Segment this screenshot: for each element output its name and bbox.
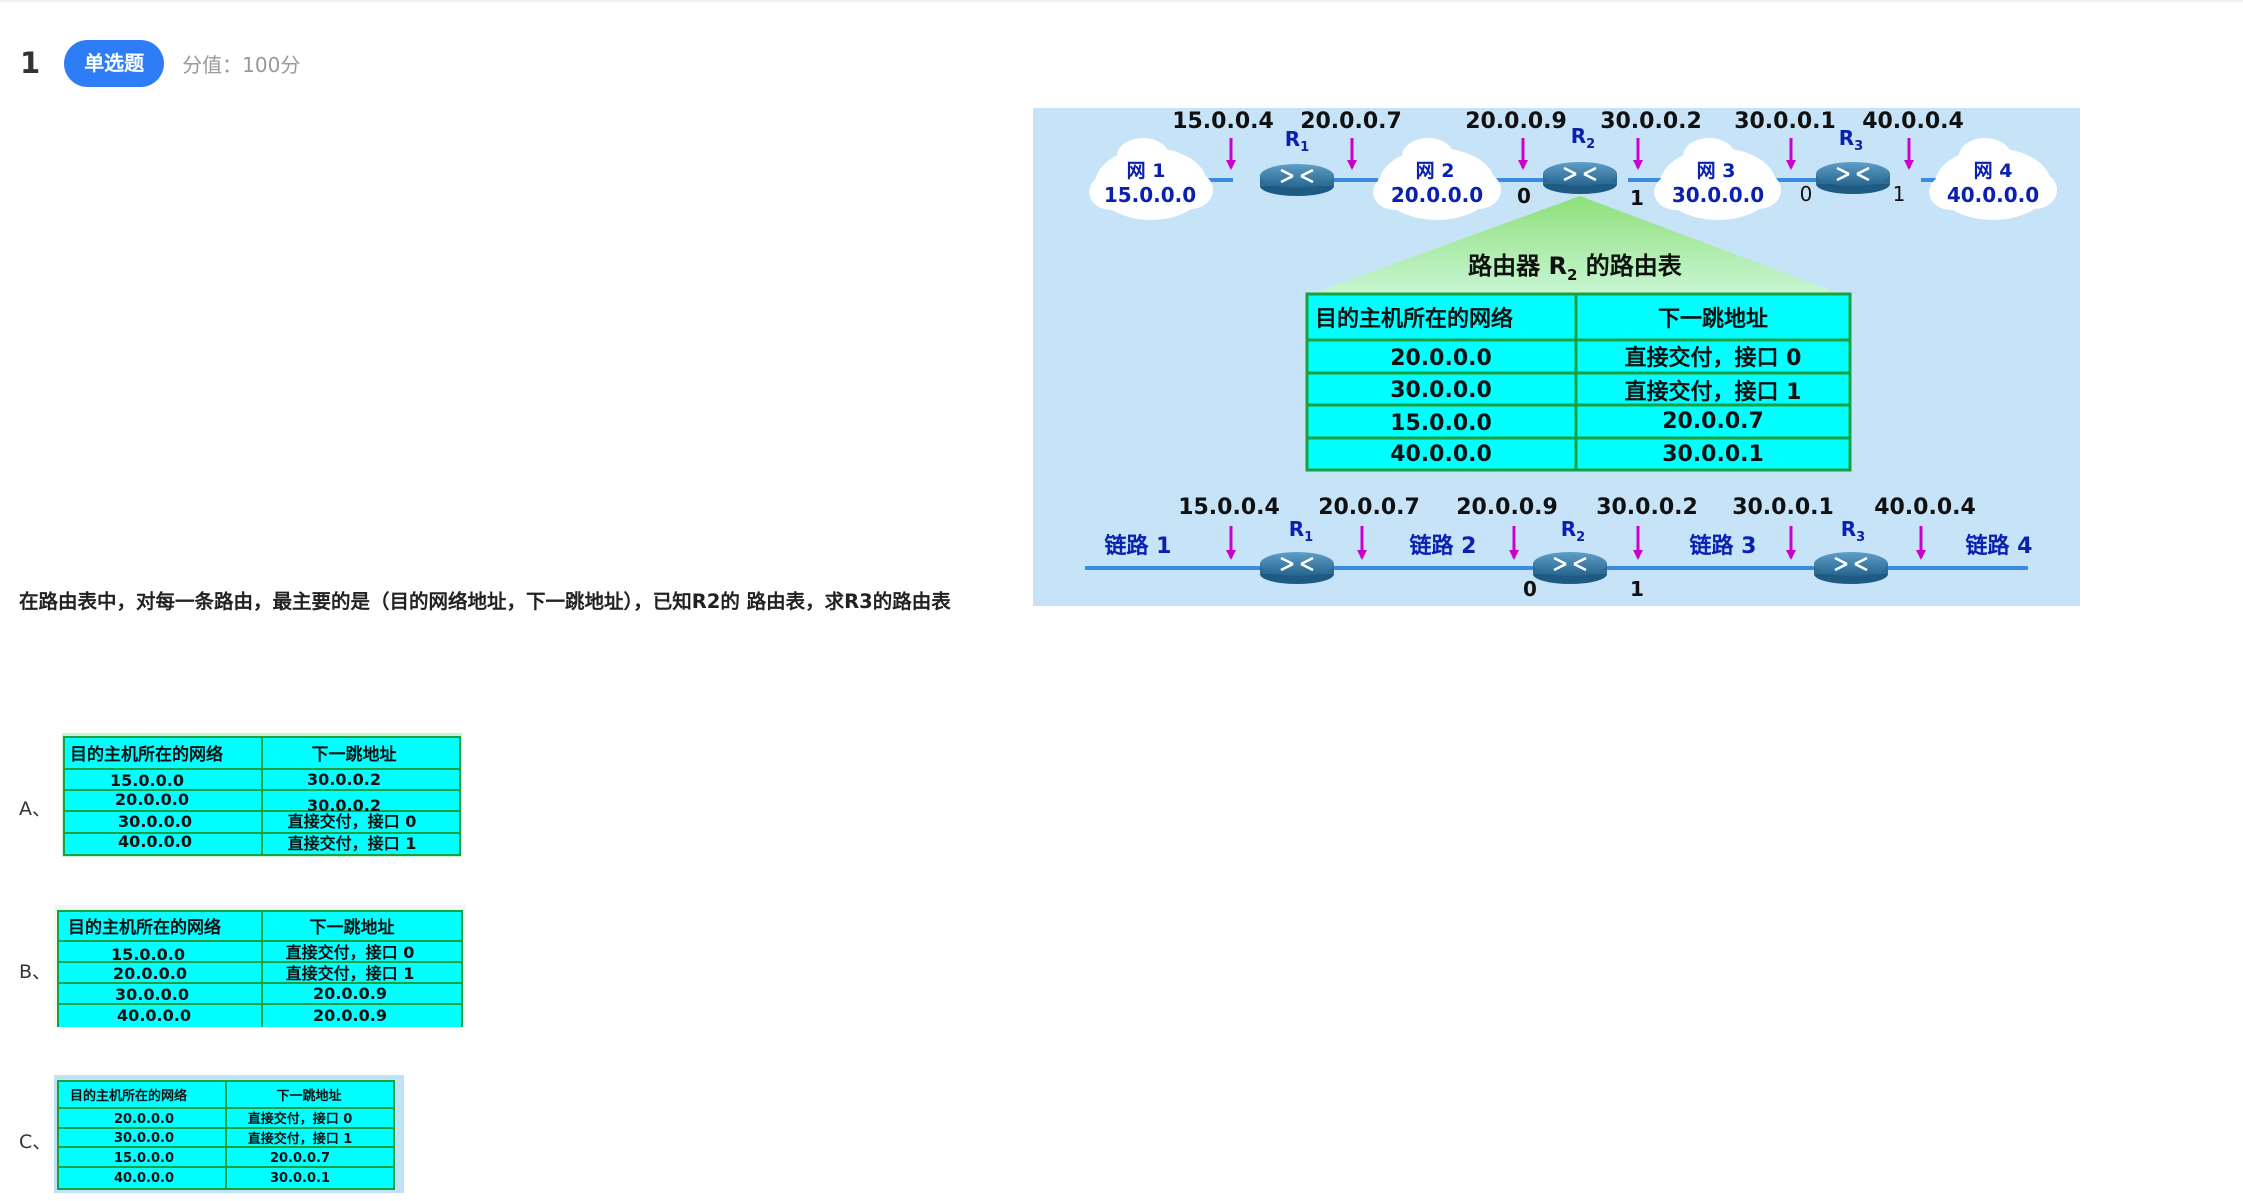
table-cell-text: 20.0.0.7 <box>270 1151 330 1166</box>
table-cell-text: 20.0.0.9 <box>313 1006 387 1025</box>
table-cell-text: 15.0.0.0 <box>114 1151 174 1166</box>
table-cell-text: 20.0.0.0 <box>115 790 189 809</box>
top-address-3: 20.0.0.9 <box>1465 109 1567 134</box>
table-cell-text: 30.0.0.0 <box>114 1131 174 1146</box>
cloud-4-address: 40.0.0.0 <box>1947 183 2039 207</box>
top-address-4: 30.0.0.2 <box>1600 109 1702 134</box>
r3-interface-1: 1 <box>1893 182 1906 206</box>
question-score: 分值：100分 <box>182 49 300 78</box>
question-number: 1 <box>20 46 40 80</box>
table-cell-text: 直接交付，接口 1 <box>288 834 417 853</box>
cloud-4-name: 网 4 <box>1974 160 2013 182</box>
option-c-table[interactable]: 目的主机所在的网络 下一跳地址 20.0.0.0 直接交付，接口 0 30.0.… <box>54 1075 404 1193</box>
r2-interface-1: 1 <box>1630 186 1644 210</box>
cloud-1-address: 15.0.0.0 <box>1104 183 1196 207</box>
table-cell-text: 的路由表 <box>1577 252 1682 280</box>
cloud-2-address: 20.0.0.0 <box>1391 183 1483 207</box>
table-cell-text: 40.0.0.0 <box>114 1171 174 1186</box>
table-cell-text: 20.0.0.9 <box>313 984 387 1003</box>
network-diagram: 网 1 15.0.0.0 网 2 20.0.0.0 网 3 30.0.0.0 网… <box>1033 108 2080 606</box>
bottom-address-2: 20.0.0.7 <box>1318 495 1420 520</box>
bottom-address-5: 30.0.0.1 <box>1732 495 1834 520</box>
r2-interface-0: 0 <box>1517 184 1531 208</box>
table-cell-text: 目的主机所在的网络 <box>70 744 223 765</box>
table-cell-text: 路由器 R <box>1468 252 1567 280</box>
table-cell-text: 2 <box>1567 266 1577 284</box>
table-cell-text: 40.0.0.0 <box>117 1006 191 1025</box>
r2-table-cell: 20.0.0.7 <box>1662 409 1764 434</box>
table-cell-text: 直接交付，接口 1 <box>248 1131 353 1147</box>
option-a-label[interactable]: A、 <box>19 794 51 821</box>
top-divider <box>0 0 2243 2</box>
option-c-label[interactable]: C、 <box>19 1127 51 1154</box>
table-cell-text: 20.0.0.0 <box>113 964 187 983</box>
table-cell-text: 40.0.0.0 <box>118 832 192 851</box>
table-cell-text: 15.0.0.0 <box>111 945 185 964</box>
table-cell-text: 30.0.0.0 <box>118 812 192 831</box>
table-cell-text: 直接交付，接口 0 <box>288 812 417 831</box>
table-cell-text: 直接交付，接口 1 <box>286 964 415 983</box>
r2-table-cell: 20.0.0.0 <box>1390 346 1492 371</box>
r2-table-cell: 40.0.0.0 <box>1390 442 1492 467</box>
r2-table-header-network: 目的主机所在的网络 <box>1315 306 1513 332</box>
question-type-badge: 单选题 <box>64 40 164 87</box>
table-cell-text: 2 <box>1576 530 1585 545</box>
table-cell-text: 下一跳地址 <box>276 1088 341 1104</box>
option-b-table[interactable]: 目的主机所在的网络 下一跳地址 15.0.0.0 直接交付，接口 0 20.0.… <box>54 905 466 1027</box>
table-cell-text: 1 <box>1304 530 1313 545</box>
table-cell-text: 30.0.0.0 <box>115 985 189 1004</box>
r3-interface-0: 0 <box>1800 182 1813 206</box>
r2-table-cell: 30.0.0.1 <box>1662 442 1764 467</box>
table-cell-text: 目的主机所在的网络 <box>70 1088 187 1104</box>
router-r2-icon <box>1543 162 1617 194</box>
question-header: 1 单选题 分值：100分 <box>20 38 300 88</box>
bottom-router-r1-icon <box>1260 552 1334 584</box>
r2-table-cell: 直接交付，接口 1 <box>1625 379 1802 405</box>
question-stem: 在路由表中，对每一条路由，最主要的是（目的网络地址，下一跳地址），已知R2的 路… <box>19 585 951 614</box>
r2-routing-table: 目的主机所在的网络 下一跳地址 20.0.0.0 直接交付，接口 0 30.0.… <box>1307 294 1850 470</box>
bottom-address-3: 20.0.0.9 <box>1456 495 1558 520</box>
bottom-address-4: 30.0.0.2 <box>1596 495 1698 520</box>
top-address-2: 20.0.0.7 <box>1300 109 1402 134</box>
table-cell-text: 3 <box>1856 530 1865 545</box>
link-2-label: 链路 2 <box>1410 533 1477 559</box>
table-cell-text: 直接交付，接口 0 <box>286 943 415 962</box>
cloud-3-name: 网 3 <box>1697 160 1736 182</box>
bottom-address-1: 15.0.0.4 <box>1178 495 1280 520</box>
table-cell-text: 1 <box>1300 140 1309 155</box>
top-address-5: 30.0.0.1 <box>1734 109 1836 134</box>
bottom-router-r2-icon <box>1533 552 1607 584</box>
table-cell-text: 30.0.0.1 <box>270 1171 330 1186</box>
option-a-table[interactable]: 目的主机所在的网络 下一跳地址 15.0.0.0 30.0.0.2 20.0.0… <box>62 733 462 857</box>
bottom-interface-1: 1 <box>1630 577 1644 601</box>
link-3-label: 链路 3 <box>1690 533 1757 559</box>
cloud-3-address: 30.0.0.0 <box>1672 183 1764 207</box>
table-cell-text: 目的主机所在的网络 <box>68 917 221 938</box>
bottom-address-6: 40.0.0.4 <box>1874 495 1976 520</box>
top-address-6: 40.0.0.4 <box>1862 109 1964 134</box>
router-r1-icon <box>1260 164 1334 196</box>
link-4-label: 链路 4 <box>1966 533 2033 559</box>
cloud-1-name: 网 1 <box>1127 160 1166 182</box>
table-cell-text: 下一跳地址 <box>312 744 397 765</box>
cloud-2-name: 网 2 <box>1416 160 1455 182</box>
r2-table-cell: 15.0.0.0 <box>1390 411 1492 436</box>
r2-table-cell: 直接交付，接口 0 <box>1625 345 1802 371</box>
table-cell-text: 2 <box>1586 137 1595 152</box>
table-cell-text: 15.0.0.0 <box>110 771 184 790</box>
r2-table-header-nexthop: 下一跳地址 <box>1658 306 1768 332</box>
bottom-router-r3-icon <box>1814 552 1888 584</box>
link-1-label: 链路 1 <box>1105 533 1172 559</box>
table-cell-text: 3 <box>1854 139 1863 154</box>
top-address-1: 15.0.0.4 <box>1172 109 1274 134</box>
router-r3-icon <box>1816 162 1890 194</box>
table-cell-text: 直接交付，接口 0 <box>248 1111 353 1127</box>
option-b-label[interactable]: B、 <box>19 957 51 984</box>
r2-table-cell: 30.0.0.0 <box>1390 378 1492 403</box>
table-cell-text: 下一跳地址 <box>310 917 395 938</box>
bottom-interface-0: 0 <box>1523 577 1537 601</box>
table-cell-text: 20.0.0.0 <box>114 1112 174 1127</box>
table-cell-text: 30.0.0.2 <box>307 770 381 789</box>
